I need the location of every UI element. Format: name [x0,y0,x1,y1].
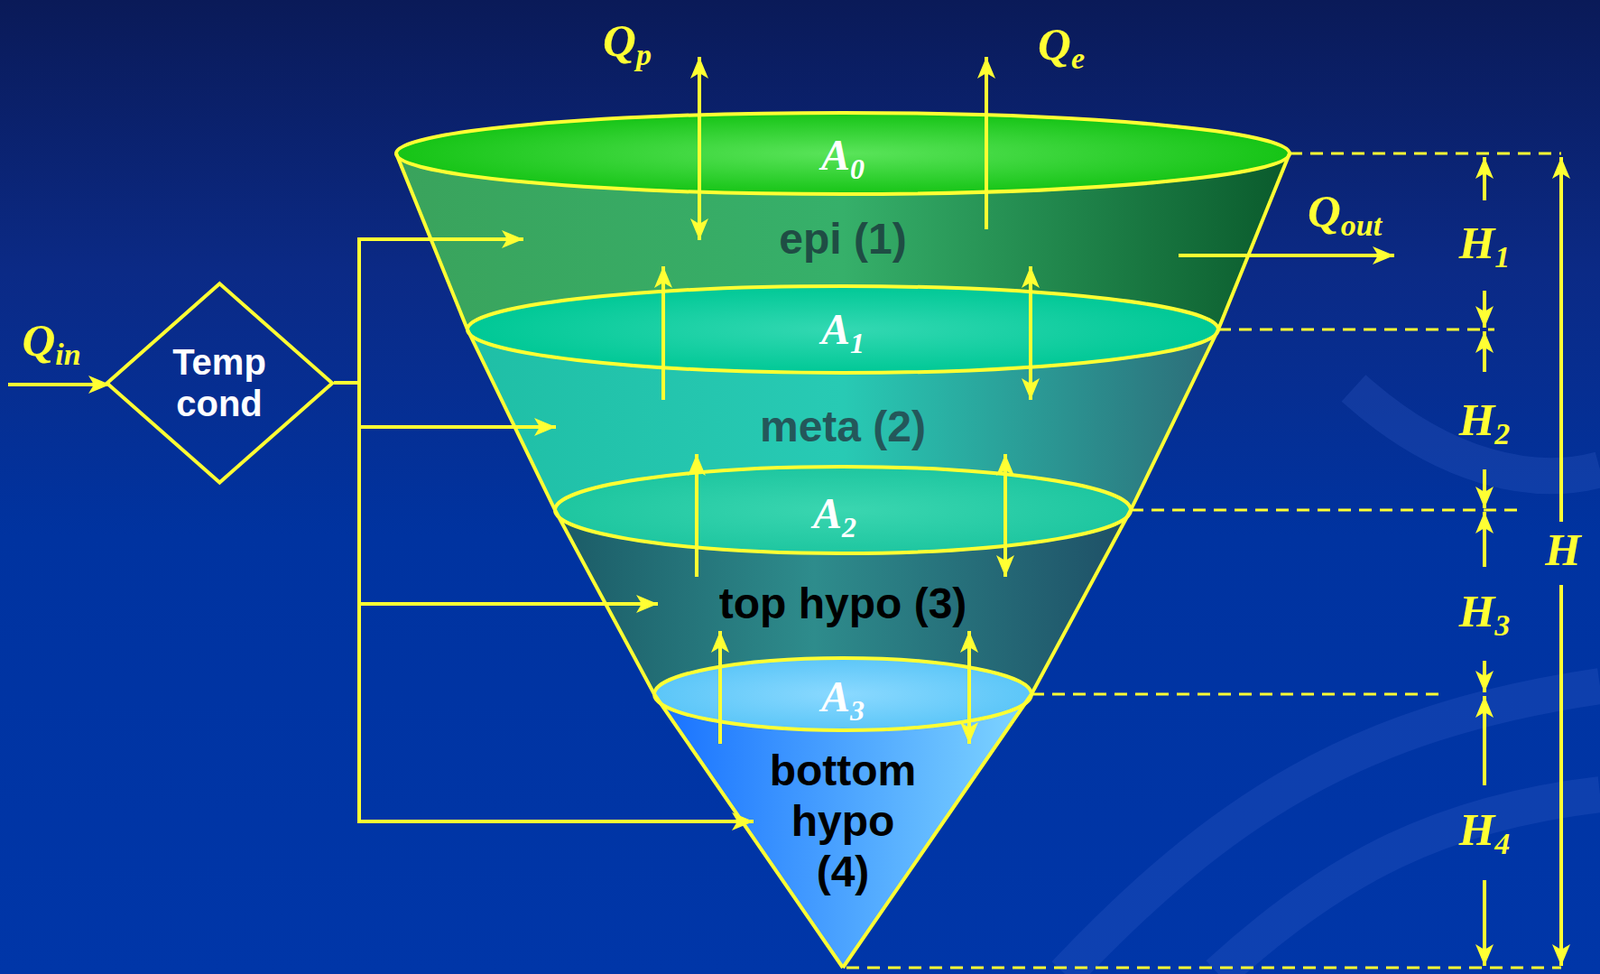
flow-connector [694,453,699,577]
dashed-guide [1289,152,1562,156]
area-label: A1 [821,305,865,360]
flow-connector [1003,453,1008,577]
variable-label: H2 [1459,394,1511,452]
dashed-guide [846,966,1562,970]
flow-connector [718,630,722,744]
layer-name: meta (2) [759,401,926,453]
flow-connector [333,239,524,383]
interface-ellipse [467,286,1219,373]
dimension-arrow [1559,157,1564,522]
flow-arrows [8,56,1395,385]
dashed-guide [1218,328,1495,332]
lake-sides [396,153,1290,968]
decision-diamond: Temp cond [104,281,335,485]
dimension-arrow [1482,511,1487,567]
variable-label: H3 [1459,585,1511,643]
side-line [396,153,843,968]
evaporation-arrow [984,56,989,230]
dimension-guides [846,153,1562,968]
dimension-arrow [1482,331,1487,372]
swoosh [1353,388,1600,476]
variable-label: Qe [1037,18,1085,76]
dimension-arrow [1482,469,1487,509]
variable-label: H [1544,524,1582,582]
flow-connector [333,382,658,604]
variable-label: H1 [1459,217,1511,275]
top-hypolimnion-layer: top hypo (3) [657,576,1028,631]
layer-name: epi (1) [778,213,907,265]
swoosh [1218,794,1600,974]
flow-connector [967,630,972,744]
dashed-guide [1031,693,1444,696]
bottom-hypolimnion-band [654,693,1032,968]
flow-connector [333,382,556,427]
lake-layers [396,153,1290,968]
area-label: A0 [821,131,865,185]
precipitation-arrow [697,56,702,241]
dashed-guide [1130,508,1521,512]
variable-label: H4 [1459,804,1511,861]
area-label: A2 [813,490,857,544]
swoosh [1064,685,1600,974]
diamond-outline [104,281,335,485]
flow-connector [661,266,666,400]
interface-ellipse [654,657,1032,731]
variable-label: Qout [1307,185,1382,243]
dimension-arrow [1559,584,1564,966]
variable-label: Qin [21,314,81,372]
epilimnion-layer: epi (1) [523,212,1163,267]
inflow-arrow [8,382,111,387]
dimension-arrow [1482,290,1487,328]
surface-ellipse [396,112,1290,195]
dimension-arrow [1482,695,1487,786]
flow-connector [1028,266,1033,400]
layer-name: top hypo (3) [719,578,968,629]
area-label: A3 [821,673,865,727]
layer-surfaces [396,112,1290,731]
diamond-shape [106,283,333,482]
dimension-arrow [1482,660,1487,693]
dimension-arrow [1482,879,1487,966]
variable-label: Qp [602,15,652,73]
metalimnion-layer: meta (2) [555,399,1130,454]
side-line [842,153,1290,968]
outflow-arrow [1178,253,1395,258]
dimension-arrow [1482,157,1487,201]
flow-connector [333,382,754,822]
interface-ellipse [554,466,1131,554]
layer-name: bottom hypo (4) [760,745,925,898]
bottom-hypolimnion-layer: bottom hypo (4) [753,743,933,899]
condition-text: Temp cond [162,341,276,425]
